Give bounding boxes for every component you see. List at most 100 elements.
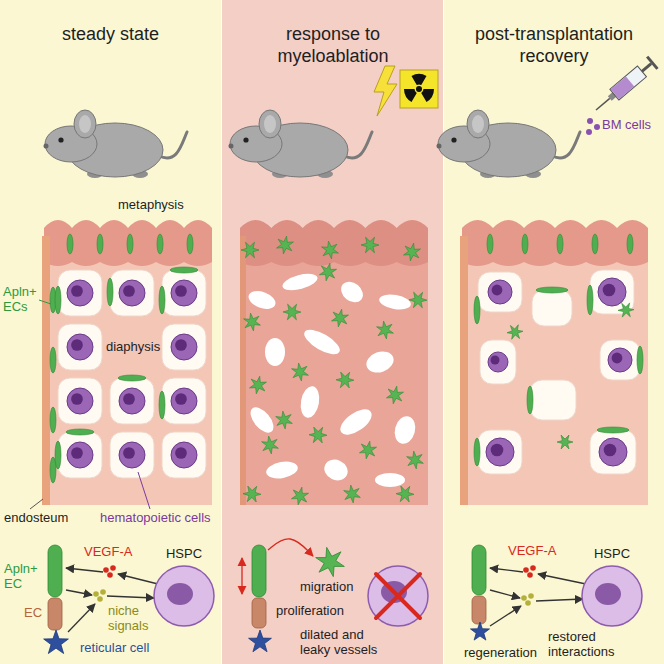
signal-arrow — [490, 606, 521, 626]
cell-nucleus — [491, 444, 504, 457]
lost-hspc — [368, 566, 428, 626]
migrating-endothelial-cell — [404, 243, 421, 261]
mouse-nose — [44, 144, 49, 149]
migrating-endothelial-cell — [361, 237, 379, 253]
signal-arrow — [268, 539, 313, 556]
signal-arrow — [538, 574, 586, 584]
apln-endothelial-cell — [627, 234, 633, 254]
migrating-endothelial-cell — [244, 313, 261, 331]
sinusoid-lumen — [162, 432, 206, 478]
apln-endothelial-cell — [157, 234, 163, 254]
hematopoietic-cell — [67, 280, 93, 306]
apln-endothelial-cell — [587, 285, 593, 315]
hematopoietic-cell — [599, 438, 627, 466]
annotation-label: metaphysis — [118, 198, 184, 213]
sinusoid-lumen — [110, 378, 154, 424]
migrating-endothelial-cell — [316, 547, 345, 576]
panel-band: post-transplantation recoveryHSPC — [444, 0, 664, 664]
panel-divider — [221, 0, 222, 664]
migrating-endothelial-cell — [283, 304, 301, 320]
migrating-endothelial-cell — [386, 386, 403, 404]
sinusoid-lumen — [600, 340, 640, 380]
cell-nucleus — [491, 356, 500, 365]
mouse-icon — [229, 110, 373, 178]
endosteum-strip — [240, 236, 246, 505]
apln-endothelial-cell — [55, 441, 61, 469]
mouse-icon — [437, 110, 581, 178]
reticular-cell — [249, 630, 272, 652]
panel-ground — [444, 0, 664, 664]
mouse-tail — [344, 132, 372, 158]
apln-endothelial-cell — [536, 287, 568, 293]
vegf-dot — [110, 565, 116, 571]
vegf-dot — [527, 572, 533, 578]
hematopoietic-cell — [171, 442, 197, 468]
niche-signal-dot — [528, 593, 534, 599]
sinusoid-lumen — [110, 432, 154, 478]
sinusoid-lumen — [530, 380, 576, 420]
hspc-circle: HSPC — [580, 544, 644, 628]
panel-heading: post-transplantation recovery — [456, 0, 652, 67]
cell-nucleus — [71, 339, 83, 351]
annotation-label: regeneration — [464, 646, 537, 661]
bm-cell-dot — [594, 124, 600, 130]
signal-arrow — [241, 558, 242, 594]
hematopoietic-cell — [119, 280, 145, 306]
apln-endothelial-cell — [107, 278, 113, 306]
annotation-label: endosteum — [4, 511, 68, 526]
cell-nucleus — [167, 583, 193, 605]
annotation-label: niche signals — [108, 604, 156, 634]
cell-nucleus — [71, 447, 83, 459]
signal-arrow — [490, 568, 523, 572]
mouse-inner-ear — [264, 115, 276, 133]
annotation-label: EC — [24, 606, 42, 621]
mouse-icon — [44, 110, 188, 178]
migrating-endothelial-cell — [249, 376, 266, 394]
dilated-vessel-lumen — [298, 385, 321, 420]
signal-arrow — [118, 574, 158, 584]
annotation-label: hematopoietic cells — [100, 511, 211, 526]
sinusoid-lumen — [162, 270, 206, 316]
mouse-nose — [437, 144, 442, 149]
mouse-ear — [74, 110, 96, 138]
sinusoid-lumen — [58, 378, 102, 424]
mouse-inner-ear — [472, 115, 484, 133]
migrating-endothelial-cell — [277, 236, 294, 254]
signal-arrow — [107, 596, 154, 598]
migrating-endothelial-cell — [309, 427, 327, 443]
trefoil-blade — [404, 89, 417, 102]
migrating-endothelial-cell — [396, 486, 414, 502]
migrating-endothelial-cell — [319, 263, 336, 281]
sinusoid-lumen — [532, 290, 572, 326]
mouse-eye — [58, 137, 63, 142]
panel-heading: steady state — [13, 0, 209, 46]
migrating-endothelial-cell — [332, 309, 349, 327]
endothelial-cell — [48, 598, 62, 630]
dilated-vessel-lumen — [336, 404, 376, 439]
hematopoietic-cell — [171, 388, 197, 414]
annotation-label: dilated and leaky vessels — [300, 628, 384, 658]
annotation-label: diaphysis — [106, 340, 160, 355]
hematopoietic-cell — [67, 442, 93, 468]
endothelial-cell — [557, 435, 573, 449]
apln-endothelial-cell — [527, 386, 533, 414]
hematopoietic-cell — [598, 278, 626, 306]
metaphysis-region — [240, 220, 428, 266]
dilated-vessel-lumen — [265, 459, 299, 480]
migrating-endothelial-cell — [276, 411, 293, 429]
signal-arrow — [490, 590, 520, 598]
endothelial-cell — [618, 303, 634, 317]
cell-nucleus — [123, 393, 135, 405]
apln-endothelial-cell — [170, 267, 198, 273]
mouse-eye — [243, 137, 248, 142]
dilated-vessel-lumen — [301, 325, 344, 359]
niche-signal-dot — [525, 600, 531, 606]
endothelial-cell — [252, 598, 266, 628]
annotation-label: BM cells — [602, 118, 651, 133]
apln-endothelial-cell — [487, 234, 493, 254]
migrating-endothelial-cell — [322, 241, 339, 259]
cell-nucleus — [175, 285, 187, 297]
mouse-inner-ear — [79, 115, 91, 133]
